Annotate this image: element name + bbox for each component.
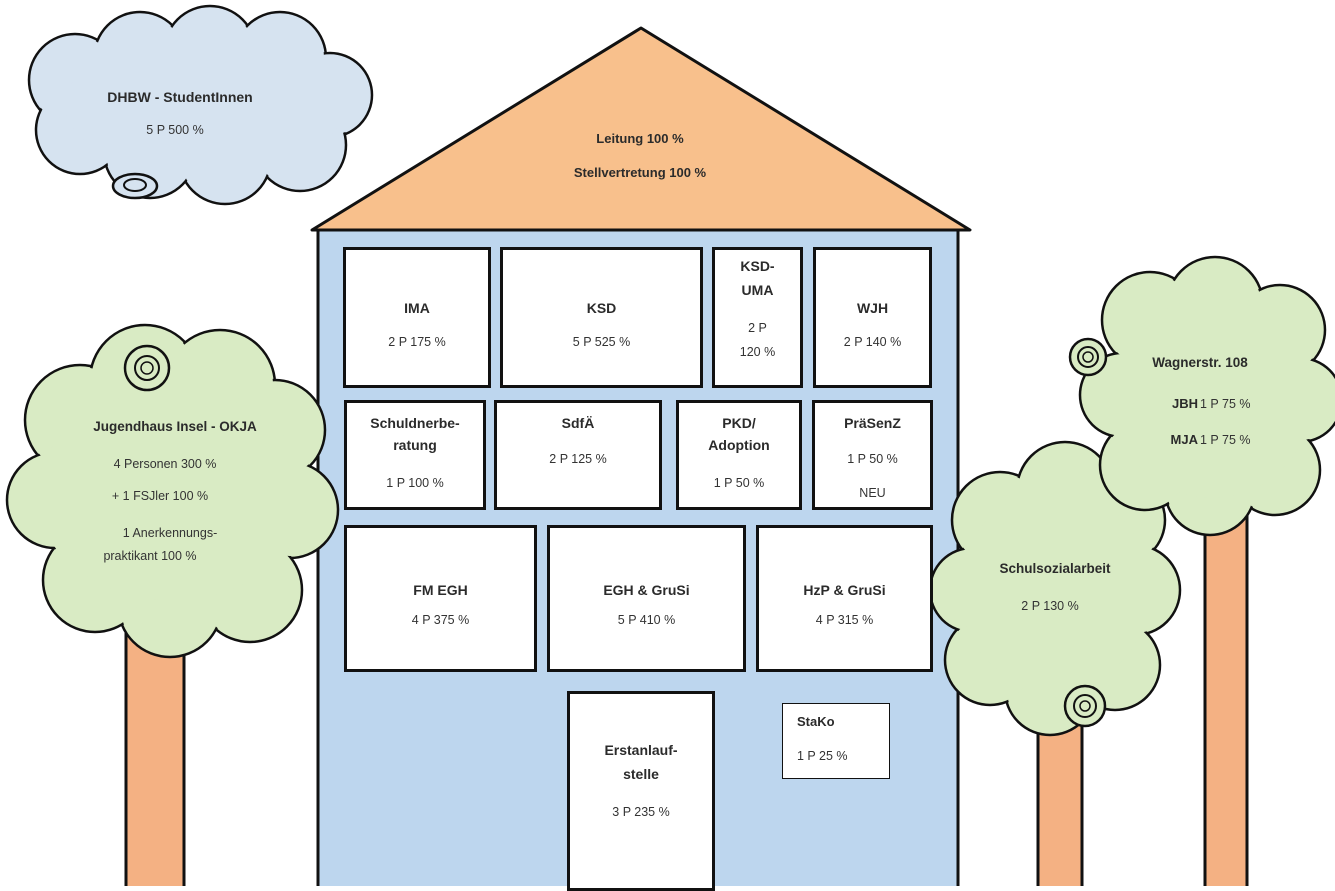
youth-house-title: Jugendhaus Insel - OKJA (93, 419, 257, 434)
wagnerstr-jbh-value: 1 P 75 % (1200, 397, 1251, 411)
cloud-value: 5 P 500 % (146, 123, 204, 137)
cloud-puff-icon (111, 172, 159, 200)
unit-prasenz: PräSenZ 1 P 50 % NEU (812, 400, 933, 510)
unit-ksd-uma-value-2: 120 % (739, 345, 776, 359)
cloud-title: DHBW - StudentInnen (107, 89, 253, 105)
unit-ksd-uma-title-2: UMA (741, 282, 774, 298)
wagnerstr-jbh-label: JBH (1171, 396, 1198, 411)
wagnerstr-title: Wagnerstr. 108 (1152, 355, 1248, 370)
right-tree-crown (1068, 255, 1335, 537)
unit-schuldnerberatung-value: 1 P 100 % (386, 476, 444, 490)
unit-hzp-grusi: HzP & GruSi 4 P 315 % (756, 525, 933, 672)
unit-schuldnerberatung-title-1: Schuldnerbe- (370, 415, 460, 431)
new-badge: NEU (859, 486, 886, 500)
roof-leitung: Leitung 100 % (596, 131, 684, 146)
unit-ima-title: IMA (404, 300, 430, 316)
unit-fm-egh: FM EGH 4 P 375 % (344, 525, 537, 672)
tree-knot-icon (1068, 337, 1108, 377)
unit-hzp-grusi-title: HzP & GruSi (803, 582, 886, 598)
right-tree-trunk (1203, 498, 1249, 886)
unit-sdfa-value: 2 P 125 % (549, 452, 607, 466)
student-cloud (27, 4, 374, 206)
unit-erstanlaufstelle: Erstanlauf- stelle 3 P 235 % (567, 691, 715, 891)
tree-knot-icon (1063, 684, 1107, 728)
wagnerstr-mja-label: MJA (1170, 432, 1198, 447)
unit-ksd-uma: KSD- UMA 2 P 120 % (712, 247, 803, 388)
unit-ksd-uma-title-1: KSD- (740, 258, 775, 274)
unit-ksd: KSD 5 P 525 % (500, 247, 703, 388)
unit-pkd-value: 1 P 50 % (713, 476, 765, 490)
unit-schuldnerberatung: Schuldnerbe- ratung 1 P 100 % (344, 400, 486, 510)
wagnerstr-mja-value: 1 P 75 % (1200, 433, 1251, 447)
unit-stako-value: 1 P 25 % (797, 749, 848, 763)
unit-pkd-title-2: Adoption (708, 437, 770, 453)
youth-house-intern-line-1: 1 Anerkennungs- (122, 526, 218, 540)
unit-erstanlaufstelle-title-2: stelle (623, 766, 659, 782)
unit-ksd-value: 5 P 525 % (572, 335, 631, 349)
school-social-work-value: 2 P 130 % (1021, 599, 1079, 613)
unit-wjh-title: WJH (856, 300, 889, 316)
unit-stako: StaKo 1 P 25 % (782, 703, 890, 779)
unit-pkd-title-1: PKD/ (722, 415, 756, 431)
unit-fm-egh-value: 4 P 375 % (411, 613, 470, 627)
house-roof (310, 26, 972, 232)
left-tree-crown (5, 323, 340, 659)
unit-prasenz-title: PräSenZ (844, 415, 901, 431)
unit-prasenz-value: 1 P 50 % (847, 452, 898, 466)
roof-stellvertretung: Stellvertretung 100 % (573, 165, 707, 180)
unit-erstanlaufstelle-value: 3 P 235 % (612, 805, 670, 819)
unit-pkd-adoption: PKD/ Adoption 1 P 50 % (676, 400, 802, 510)
unit-sdfa: SdfÄ 2 P 125 % (494, 400, 662, 510)
unit-erstanlaufstelle-title-1: Erstanlauf- (604, 742, 678, 758)
unit-wjh: WJH 2 P 140 % (813, 247, 932, 388)
unit-wjh-value: 2 P 140 % (843, 335, 902, 349)
unit-stako-title: StaKo (797, 714, 835, 729)
unit-schuldnerberatung-title-2: ratung (393, 437, 437, 453)
unit-fm-egh-title: FM EGH (413, 582, 468, 598)
school-social-work-title: Schulsozialarbeit (999, 561, 1111, 576)
youth-house-fsj: + 1 FSJler 100 % (111, 489, 209, 503)
youth-house-intern-line-2: praktikant 100 % (103, 549, 197, 563)
unit-sdfa-title: SdfÄ (561, 415, 595, 431)
unit-egh-grusi-title: EGH & GruSi (603, 582, 690, 598)
tree-knot-icon (123, 344, 171, 392)
unit-egh-grusi: EGH & GruSi 5 P 410 % (547, 525, 746, 672)
youth-house-staff: 4 Personen 300 % (113, 457, 217, 471)
unit-ima-value: 2 P 175 % (388, 335, 446, 349)
unit-egh-grusi-value: 5 P 410 % (617, 613, 676, 627)
unit-ksd-uma-value-1: 2 P (748, 321, 767, 335)
unit-hzp-grusi-value: 4 P 315 % (815, 613, 874, 627)
unit-ima: IMA 2 P 175 % (343, 247, 491, 388)
unit-ksd-title: KSD (586, 300, 617, 316)
